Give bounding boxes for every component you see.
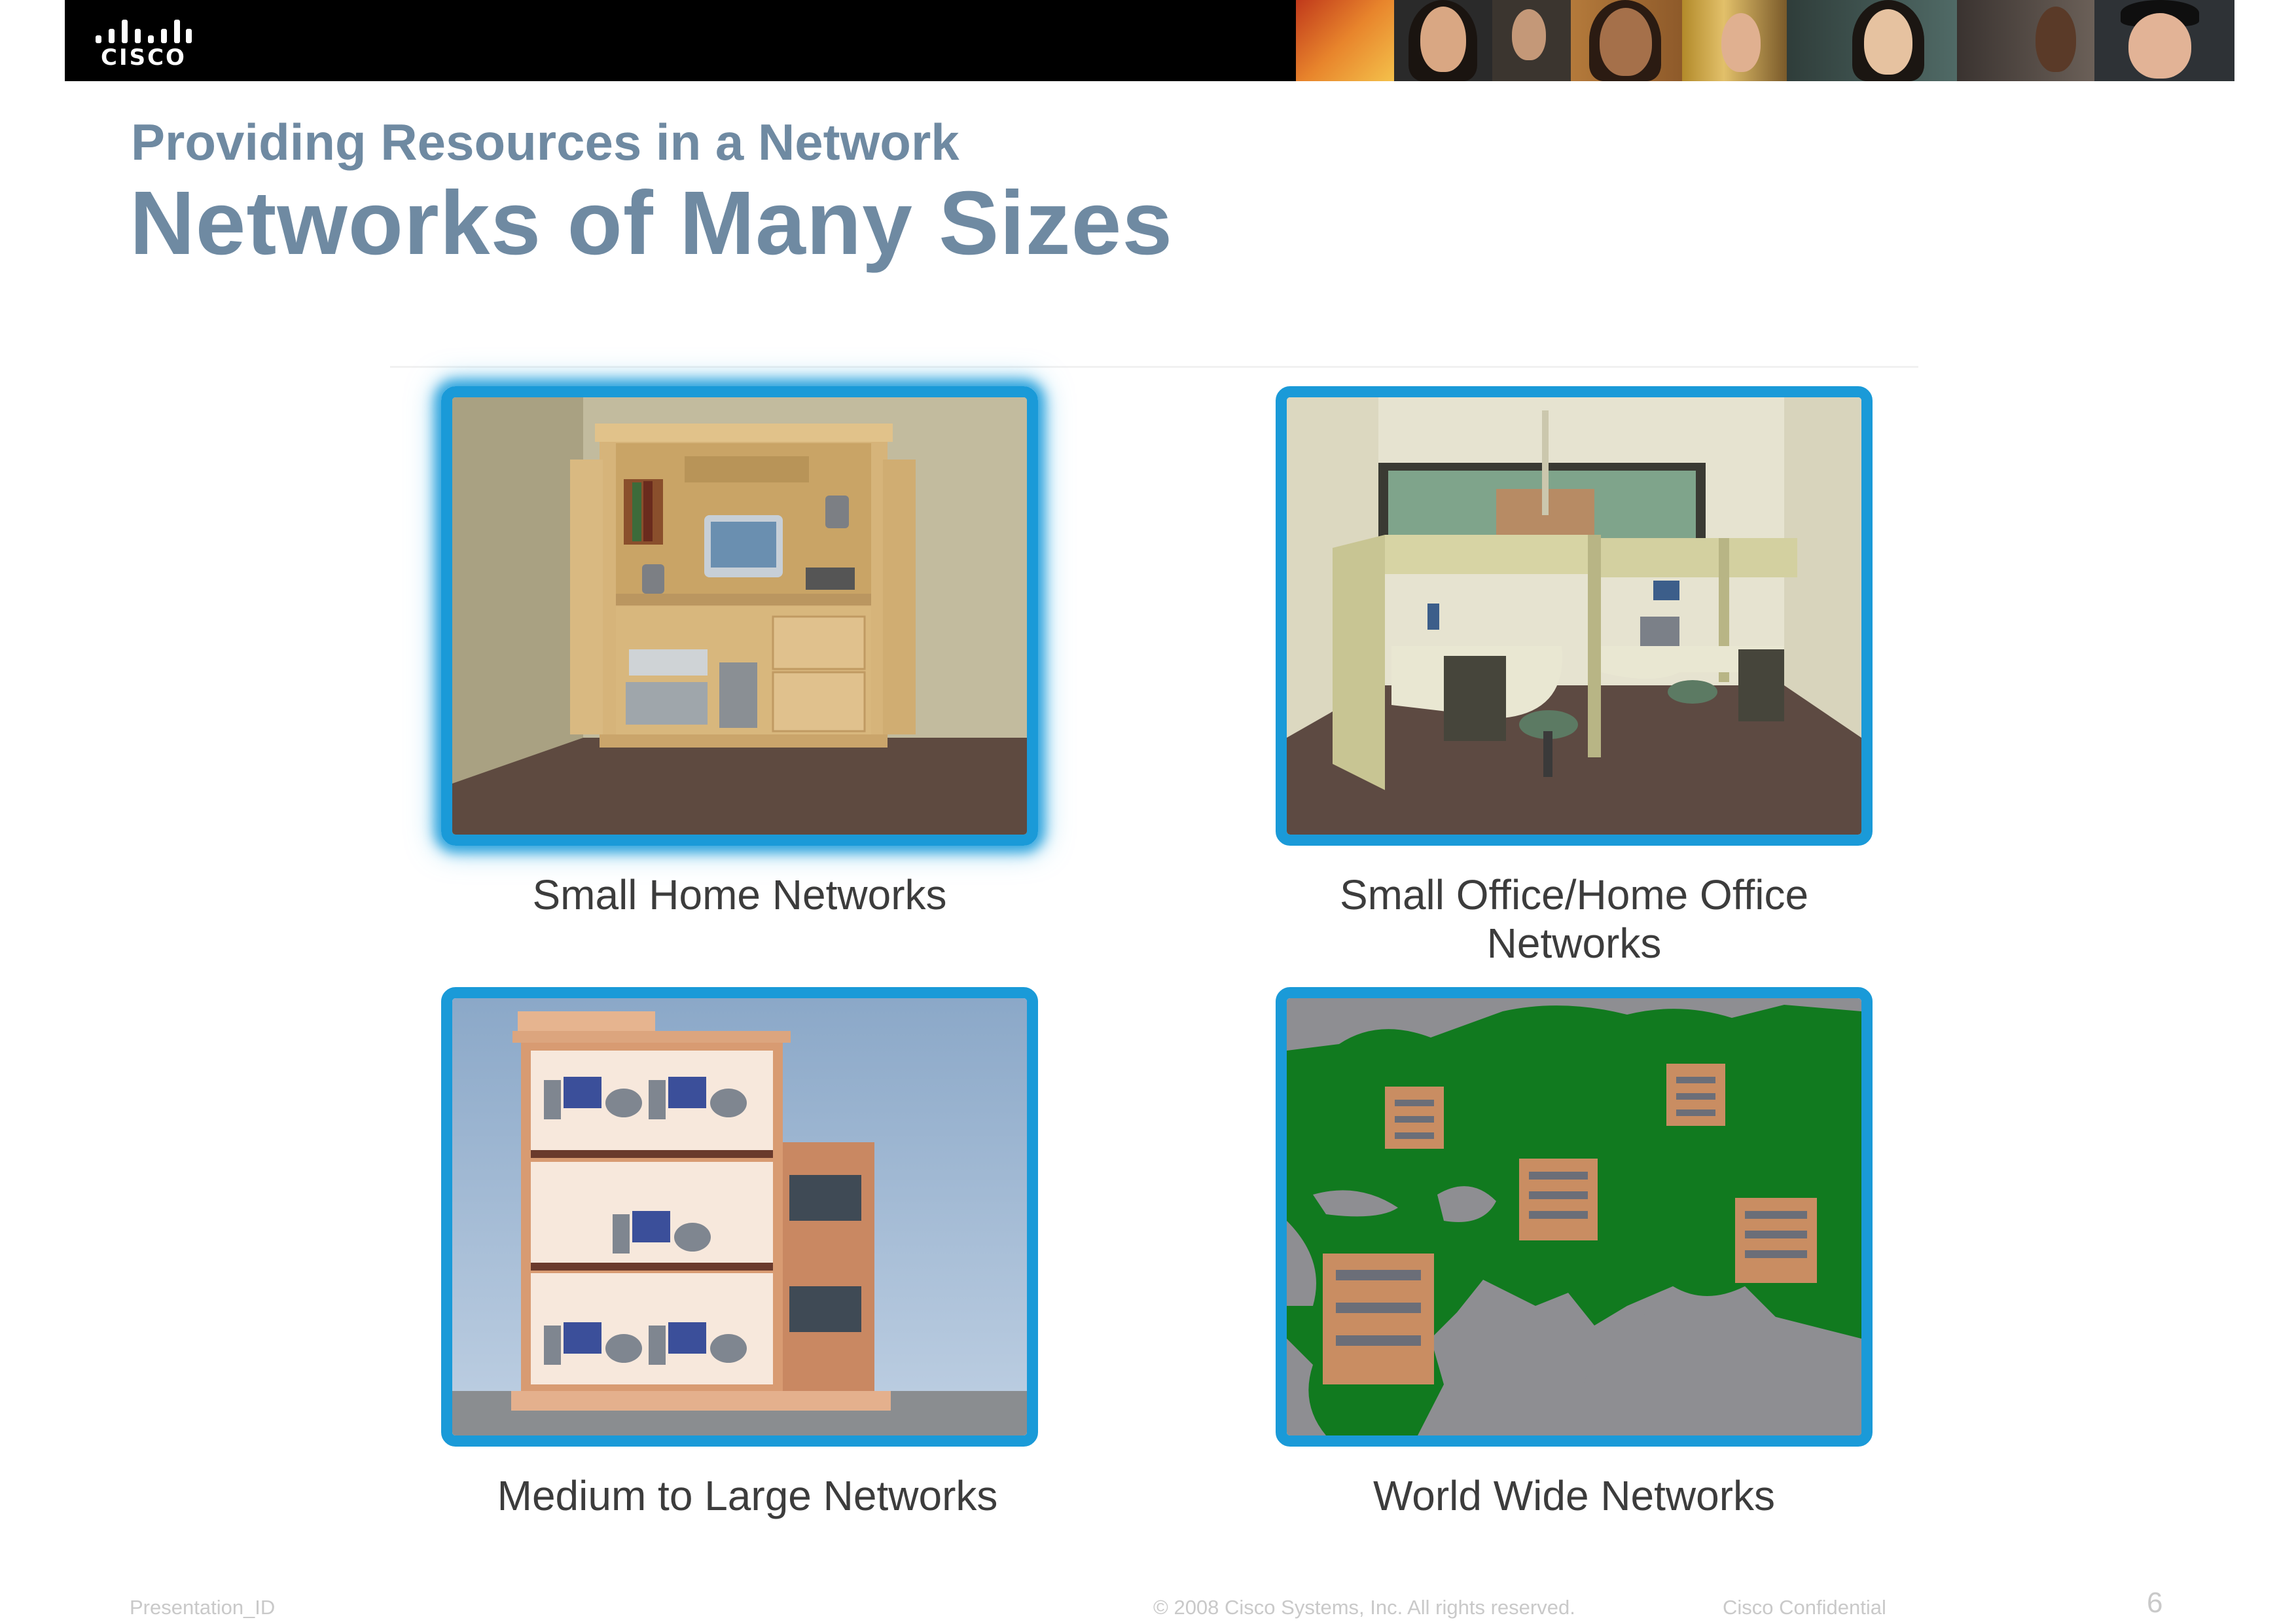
world-wide-networks-tile[interactable] [1276,987,1873,1447]
building-icon [1666,1064,1725,1126]
office-cubicles-illustration [1287,397,1861,835]
building-icon [1385,1087,1444,1149]
people-photo [1571,0,1682,81]
home-office-cabinet-illustration [452,397,1027,835]
building-icon [1735,1198,1817,1283]
caption-line: Networks [1486,920,1662,967]
cisco-logo: CISCO [94,14,192,73]
cisco-logo-word: CISCO [101,45,187,71]
header-banner: CISCO [65,0,2234,81]
medium-large-networks-caption: Medium to Large Networks [387,1471,1107,1520]
world-wide-networks-caption: World Wide Networks [1214,1471,1934,1520]
people-photo [1682,0,1787,81]
people-photo [1957,0,2094,81]
divider [390,366,1918,368]
people-photo [1296,0,1394,81]
footer-presentation-id: Presentation_ID [130,1596,276,1619]
building-icon [1519,1159,1598,1240]
soho-networks-tile[interactable] [1276,386,1873,846]
caption-text: Small Home Networks [532,871,947,918]
world-map-buildings-illustration [1287,998,1861,1435]
soho-networks-caption: Small Office/Home Office Networks [1214,871,1934,967]
people-photo [2094,0,2234,81]
building-icon [1323,1254,1434,1384]
people-photo [1787,0,1957,81]
people-photo [1492,0,1571,81]
people-photo [1394,0,1492,81]
caption-text: World Wide Networks [1372,1472,1776,1519]
photo-strip [1296,0,2234,81]
slide-title: Networks of Many Sizes [130,173,1174,274]
footer-confidential: Cisco Confidential [1723,1596,1886,1619]
caption-line: Small Office/Home Office [1339,871,1809,918]
small-home-networks-tile[interactable] [441,386,1038,846]
medium-large-networks-tile[interactable] [441,987,1038,1447]
office-building-illustration [452,998,1027,1435]
page-number: 6 [2147,1587,2163,1619]
slide-subtitle: Providing Resources in a Network [131,113,960,171]
cisco-logo-bars-icon [94,14,192,43]
small-home-networks-caption: Small Home Networks [380,871,1100,919]
footer-copyright: © 2008 Cisco Systems, Inc. All rights re… [1153,1596,1575,1619]
caption-text: Medium to Large Networks [497,1472,998,1519]
